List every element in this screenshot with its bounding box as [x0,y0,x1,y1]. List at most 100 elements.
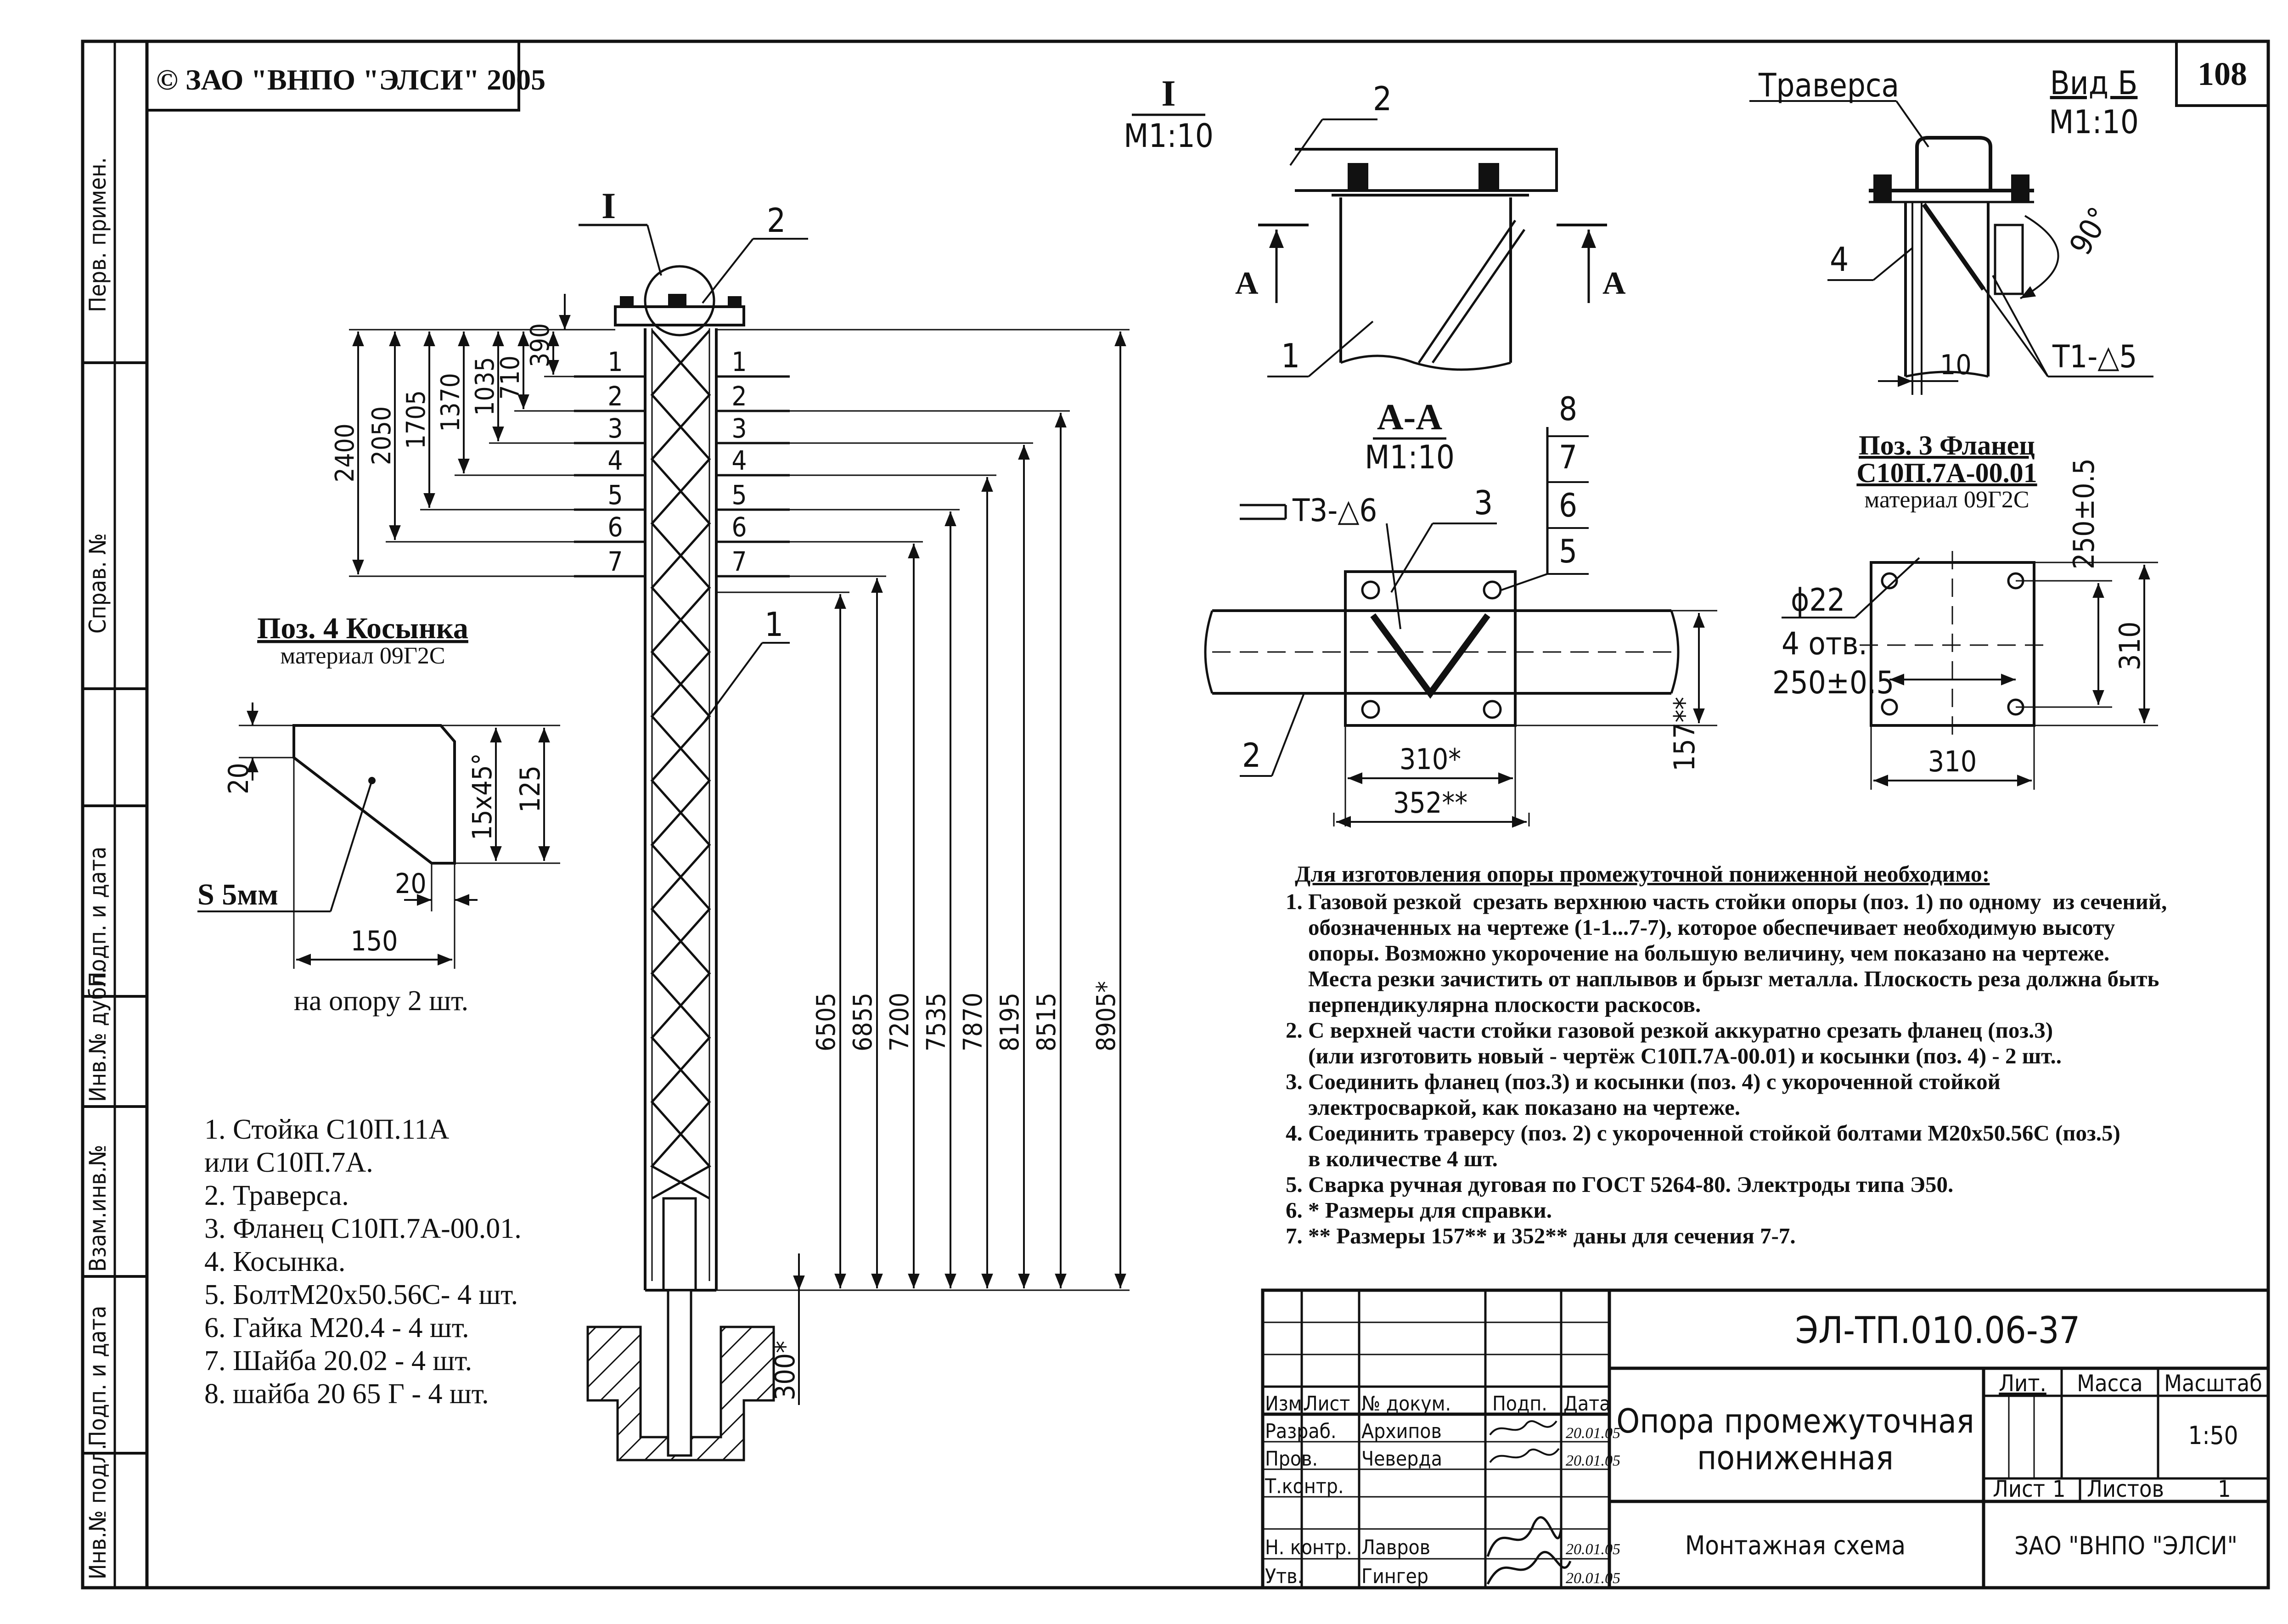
section-mark-left-3: 3 [607,413,623,444]
instruction-line: Места резки зачистить от наплывов и брыз… [1286,966,2159,991]
flange-hole-dia: ϕ22 [1791,582,1845,618]
tb-date-4: 20.01.05 [1566,1570,1620,1587]
section-AA-dim-310: 310* [1400,742,1461,776]
top-dim-label-1035: 1035 [470,357,500,416]
arrow-a-right: А [1602,266,1626,301]
gusset-dim-125: 125 [514,765,546,813]
section-mark-right-7: 7 [731,546,747,577]
bottom-dim-label-4: 7870 [958,993,988,1051]
instruction-line: 1. Газовой резкой срезать верхнюю часть … [1286,889,2167,914]
section-mark-left-2: 2 [607,381,623,412]
sheet-number-box: 108 [2175,40,2270,107]
bottom-dim-label-6: 8515 [1032,993,1062,1051]
flange-material: материал 09Г2С [1864,487,2029,513]
flange-dim-310-vert: 310 [2113,622,2147,670]
tb-scale-value: 1:50 [2188,1421,2238,1450]
instruction-line: обозначенных на чертеже (1-1...7-7), кот… [1286,915,2115,940]
top-dim-label-390: 390 [525,323,555,367]
tb-r-razrab: Разраб. [1265,1420,1337,1443]
bottom-dim-label-2: 7200 [885,993,915,1051]
parts-list-item: 6. Гайка М20.4 - 4 шт. [204,1312,469,1343]
flange-hole-count: 4 отв. [1782,626,1867,662]
instruction-line: опоры. Возможно укорочение на большую ве… [1286,940,2109,966]
section-AA-dim-157: 157** [1668,697,1701,771]
section-AA-stack-6: 6 [1559,487,1577,524]
instruction-line: перпендикулярна плоскости раскосов. [1286,992,1701,1017]
gusset-dim-20-bottom: 20 [395,868,427,900]
section-mark-right-5: 5 [731,479,747,511]
section-AA-stack-7: 7 [1559,438,1577,476]
instruction-line: 5. Сварка ручная дуговая по ГОСТ 5264-80… [1286,1172,1953,1197]
section-mark-left-6: 6 [607,511,623,543]
section-AA-callout-2: 2 [1242,736,1261,775]
parts-list-item: 3. Фланец С10П.7А-00.01. [204,1213,522,1244]
instructions-lines: 1. Газовой резкой срезать верхнюю часть … [1286,889,2167,1248]
view-B-weld-note: Т1-△5 [2052,339,2137,375]
bottom-dim-label-0: 6505 [811,993,841,1051]
tb-r-prov: Пров. [1265,1447,1318,1471]
flange-dim-310-horiz: 310 [1928,745,1977,778]
gusset-material: материал 09Г2С [280,643,445,669]
main-callout-1: 1 [765,605,783,644]
bottom-dim-label-3: 7535 [922,993,951,1051]
instruction-line: в количестве 4 шт. [1286,1146,1498,1171]
tb-n-razrab: Архипов [1361,1420,1442,1443]
side-label-inv-podl: Инв.№ подл. [84,1444,111,1579]
instructions-heading: Для изготовления опоры промежуточной пон… [1295,861,1990,887]
parts-list-item: 4. Косынка. [204,1246,345,1277]
tb-list-value: 1 [2052,1476,2066,1502]
section-mark-left-4: 4 [607,445,623,476]
tb-h-data: Дата [1563,1392,1611,1416]
bottom-dim-label-5: 8195 [995,993,1025,1051]
parts-list-item: 2. Траверса. [204,1180,349,1211]
top-dim-label-2400: 2400 [330,423,360,482]
main-callout-I: I [602,186,616,226]
parts-list-item: 7. Шайба 20.02 - 4 шт. [204,1345,472,1377]
tb-r-nkontr: Н. контр. [1265,1536,1352,1559]
tb-r-tkontr: Т.контр. [1265,1475,1344,1498]
bottom-dim-label-1: 6855 [848,993,878,1051]
instruction-line: 4. Соединить траверсу (поз. 2) с укороче… [1286,1120,2120,1146]
signature-prov [1489,1448,1560,1463]
section-AA-title: А-А [1377,397,1442,438]
arrow-a-left: А [1235,266,1259,301]
detail-I-scale: М1:10 [1124,117,1214,155]
side-label-inv-dubl: Инв.№ дубл. [84,967,111,1102]
section-mark-right-3: 3 [731,413,747,444]
section-AA-callout-3: 3 [1474,483,1493,522]
tb-list-label: Лист [1993,1476,2045,1502]
view-B-scale: М1:10 [2049,103,2139,141]
parts-list-item: или С10П.7А. [204,1147,373,1178]
section-AA-scale: М1:10 [1365,438,1455,476]
gusset-dim-150: 150 [350,925,398,957]
flange-dim-250-vert: 250±0.5 [2067,458,2101,569]
tb-r-utv: Утв. [1265,1565,1303,1588]
copyright-box: © ЗАО "ВНПО "ЭЛСИ" 2005 [146,40,545,112]
tb-h-podp: Подп. [1492,1392,1547,1416]
view-B-callout-4: 4 [1830,240,1849,279]
instruction-line: 2. С верхней части стойки газовой резкой… [1286,1017,2053,1043]
tb-name-1: Опора промежуточная [1616,1402,1974,1440]
tb-name-2: пониженная [1697,1439,1894,1477]
section-mark-right-2: 2 [731,381,747,412]
section-AA-weld-note: Т3-△6 [1292,493,1377,529]
signature-nkontr [1486,1516,1563,1557]
section-AA-dim-352: 352** [1393,786,1467,820]
side-label-perv-primen: Перв. примен. [84,157,111,312]
gusset-dim-chamfer: 15x45° [467,753,498,840]
section-mark-right-4: 4 [731,445,747,476]
gusset-detail: Поз. 4 Косынка материал 09Г2С S 5мм 20 1… [197,612,560,1017]
tb-h-izm: Изм. [1265,1392,1308,1416]
copyright-text: © ЗАО "ВНПО "ЭЛСИ" 2005 [156,63,545,96]
detail-I-title: I [1161,73,1175,114]
instruction-line: электросваркой, как показано на чертеже. [1286,1095,1740,1120]
signature-utv [1486,1551,1572,1585]
tb-masshtab: Масштаб [2164,1370,2262,1397]
tb-listov-label: Листов [2087,1476,2164,1502]
tb-n-utv: Гингер [1361,1565,1428,1588]
gusset-title: Поз. 4 Косынка [257,612,468,645]
foundation-dimension: 300* [730,1253,817,1405]
